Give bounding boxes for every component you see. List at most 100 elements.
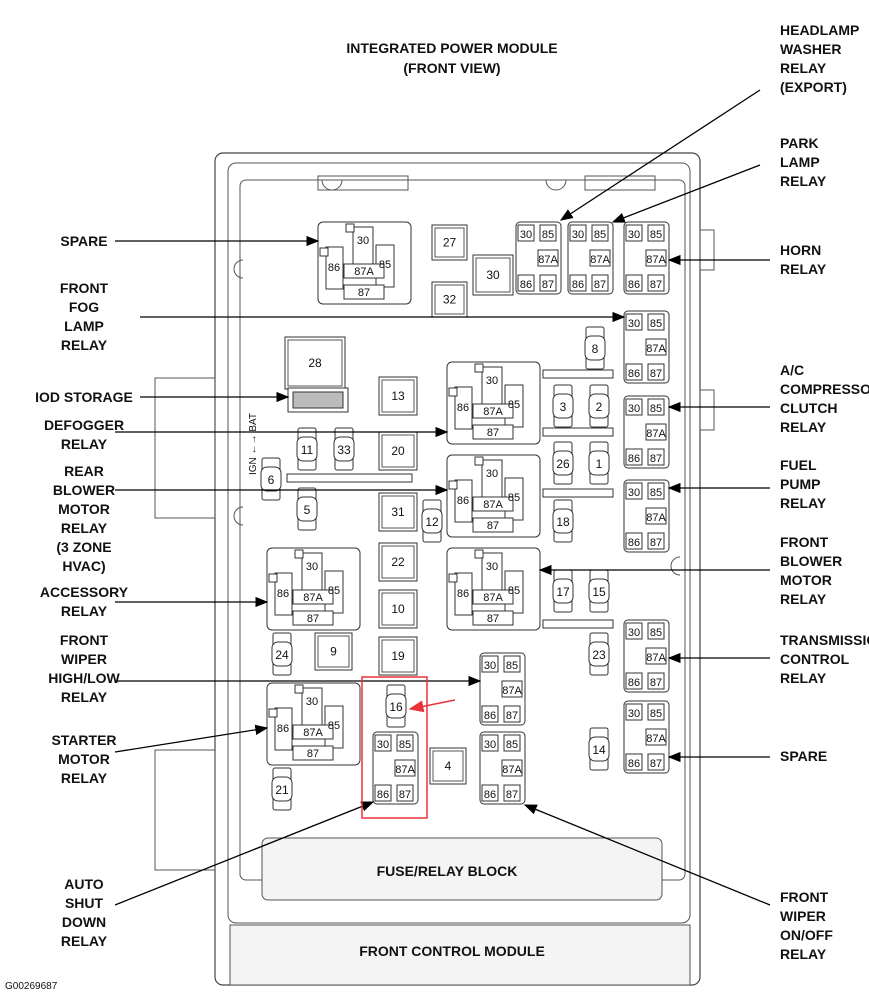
fuse-number: 2 bbox=[596, 400, 603, 414]
pin-label: 85 bbox=[650, 627, 662, 639]
fuse-number: 14 bbox=[592, 743, 606, 757]
cartridge-fuse[interactable]: 30 bbox=[472, 254, 514, 296]
fuse-number: 33 bbox=[337, 443, 351, 457]
pin-label: 87A bbox=[354, 266, 374, 278]
label-line: RELAY bbox=[61, 337, 108, 353]
mini-fuse[interactable]: 21 bbox=[271, 767, 293, 811]
pin-label: 87A bbox=[646, 428, 666, 440]
cartridge-fuse[interactable]: 27 bbox=[431, 224, 468, 261]
cartridge-fuse[interactable]: 13 bbox=[378, 376, 418, 416]
fuse-number: 20 bbox=[391, 444, 405, 458]
cartridge-fuse[interactable]: 4 bbox=[429, 747, 467, 785]
label-line: LAMP bbox=[64, 318, 104, 334]
mini-fuse[interactable]: 3 bbox=[552, 384, 574, 428]
mini-fuse[interactable]: 8 bbox=[584, 326, 606, 370]
label-line: A/C bbox=[780, 362, 804, 378]
cartridge-fuse[interactable]: 31 bbox=[378, 492, 418, 532]
mini-fuse[interactable]: 2 bbox=[588, 384, 610, 428]
cartridge-fuse[interactable]: 22 bbox=[378, 542, 418, 582]
label-line: RELAY bbox=[780, 261, 827, 277]
label-line: FRONT bbox=[60, 632, 109, 648]
pin-label: 30 bbox=[572, 229, 584, 241]
mini-fuse[interactable]: 1 bbox=[588, 441, 610, 485]
pin-label: 30 bbox=[486, 468, 498, 480]
mini-fuse[interactable]: 24 bbox=[271, 632, 293, 676]
component-label-right: A/CCOMPRESSORCLUTCHRELAY bbox=[780, 362, 869, 435]
pin-label: 85 bbox=[650, 318, 662, 330]
label-line: RELAY bbox=[61, 520, 108, 536]
label-line: FOG bbox=[69, 299, 99, 315]
mini-fuse[interactable]: 6 bbox=[260, 457, 282, 501]
component-label-left: IOD STORAGE bbox=[35, 389, 133, 405]
fuse-number: 19 bbox=[391, 649, 405, 663]
mini-fuse[interactable]: 5 bbox=[296, 487, 318, 531]
pin-label: 87 bbox=[650, 453, 662, 465]
fuse-number: 13 bbox=[391, 389, 405, 403]
cartridge-fuse[interactable]: 10 bbox=[378, 589, 418, 629]
fuse-number: 10 bbox=[391, 602, 405, 616]
mini-fuse[interactable]: 17 bbox=[552, 569, 574, 613]
label-line: RELAY bbox=[61, 436, 108, 452]
cartridge-fuse[interactable]: 19 bbox=[378, 636, 418, 676]
mini-fuse[interactable]: 11 bbox=[296, 427, 318, 471]
cartridge-fuse[interactable]: 28 bbox=[284, 336, 346, 390]
pin-label: 87 bbox=[506, 710, 518, 722]
pin-label: 85 bbox=[506, 739, 518, 751]
pin-label: 85 bbox=[328, 720, 340, 732]
pin-label: 86 bbox=[457, 588, 469, 600]
fuse-number: 18 bbox=[556, 515, 570, 529]
mini-fuse[interactable]: 16 bbox=[385, 684, 407, 728]
mini-fuse[interactable]: 14 bbox=[588, 727, 610, 771]
fuse-number: 16 bbox=[389, 700, 403, 714]
pin-label: 30 bbox=[377, 739, 389, 751]
mini-fuse[interactable]: 18 bbox=[552, 499, 574, 543]
label-line: FUEL bbox=[780, 457, 817, 473]
cartridge-fuse[interactable]: 20 bbox=[378, 431, 418, 471]
mini-fuse[interactable]: 12 bbox=[421, 499, 443, 543]
mini-fuse[interactable]: 33 bbox=[333, 427, 355, 471]
label-line: REAR bbox=[64, 463, 104, 479]
pin-label: 87 bbox=[650, 758, 662, 770]
cartridge-fuse[interactable]: 9 bbox=[314, 632, 353, 671]
pin-label: 87A bbox=[483, 499, 503, 511]
iod-storage-slot[interactable] bbox=[287, 387, 349, 413]
fuse-number: 24 bbox=[275, 648, 289, 662]
pin-label: 30 bbox=[520, 229, 532, 241]
pin-label: 87 bbox=[307, 613, 319, 625]
mini-fuse[interactable]: 26 bbox=[552, 441, 574, 485]
label-line: PARK bbox=[780, 135, 819, 151]
highlight-box bbox=[361, 676, 428, 819]
pin-label: 87 bbox=[542, 279, 554, 291]
label-line: RELAY bbox=[780, 591, 827, 607]
pin-label: 85 bbox=[328, 585, 340, 597]
label-line: TRANSMISSION bbox=[780, 632, 869, 648]
fuse-number: 4 bbox=[445, 759, 452, 773]
pin-label: 85 bbox=[399, 739, 411, 751]
mini-fuse[interactable]: 15 bbox=[588, 569, 610, 613]
cartridge-fuse[interactable]: 32 bbox=[431, 281, 468, 318]
pin-label: 85 bbox=[379, 259, 391, 271]
pin-label: 85 bbox=[506, 660, 518, 672]
mini-fuse[interactable]: 23 bbox=[588, 632, 610, 676]
